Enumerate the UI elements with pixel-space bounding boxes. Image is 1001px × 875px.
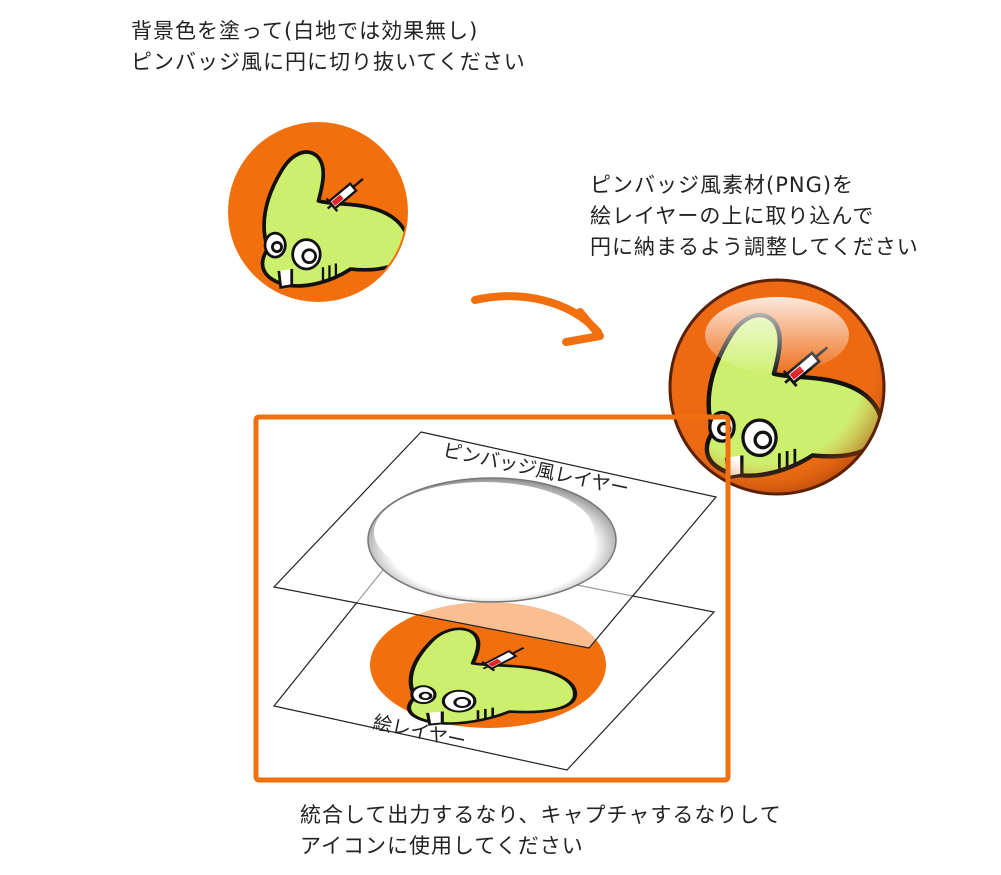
flat-badge-illustration (228, 122, 408, 302)
step3-instructions: 統合して出力するなり、キャプチャするなりして アイコンに使用してください (300, 800, 782, 862)
step2-line-1: ピンバッジ風素材(PNG)を (590, 173, 855, 197)
step2-line-3: 円に納まるよう調整してください (590, 235, 919, 259)
step1-line-2: ピンバッジ風に円に切り抜いてください (131, 50, 526, 74)
step3-line-2: アイコンに使用してください (300, 834, 584, 858)
pin-badge-layer-sheet: ピンバッジ風レイヤー (272, 431, 718, 649)
layers-panel-frame (253, 414, 731, 783)
step3-line-1: 統合して出力するなり、キャプチャするなりして (300, 803, 782, 827)
step2-line-2: 絵レイヤーの上に取り込んで (590, 204, 875, 228)
step2-instructions: ピンバッジ風素材(PNG)を 絵レイヤーの上に取り込んで 円に納まるよう調整して… (590, 170, 919, 263)
step1-instructions: 背景色を塗って(白地では効果無し) ピンバッジ風に円に切り抜いてください (131, 16, 526, 78)
step1-line-1: 背景色を塗って(白地では効果無し) (131, 19, 479, 43)
arrow-icon (471, 292, 604, 346)
pin-badge-result (668, 278, 886, 496)
